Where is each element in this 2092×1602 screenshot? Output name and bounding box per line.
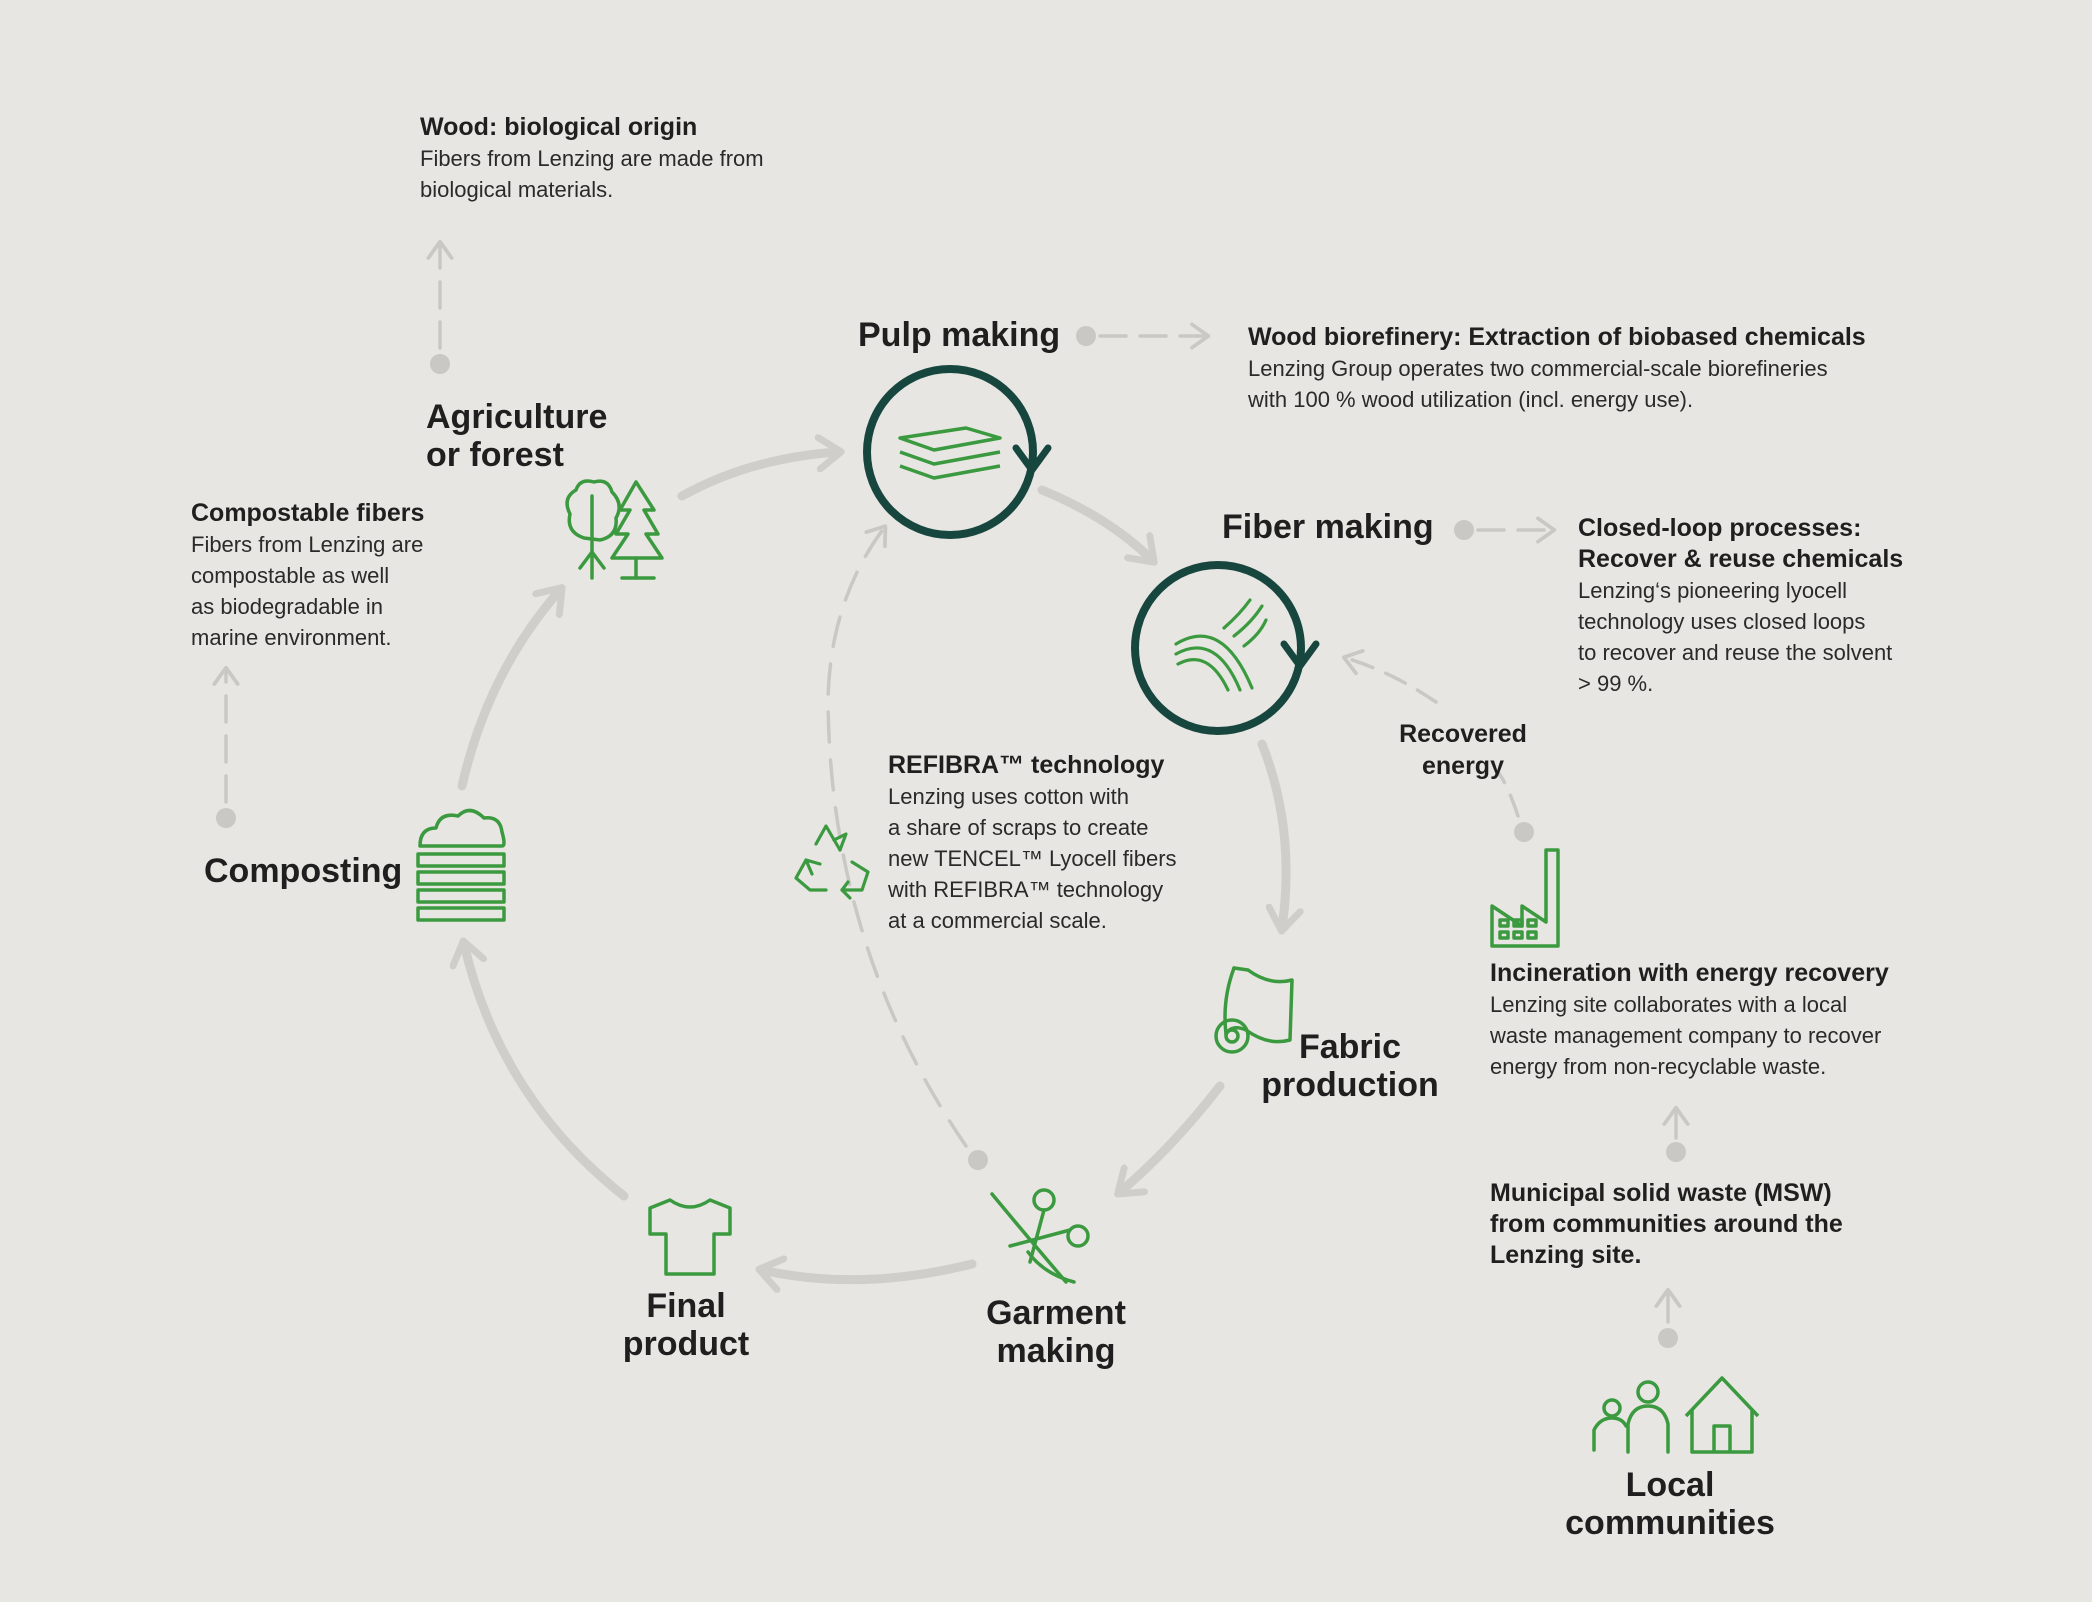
biorefinery-line-1: Lenzing Group operates two commercial-sc…: [1248, 356, 1828, 381]
arrow-composting-to-agriculture: [457, 590, 560, 791]
refibra-line-1: Lenzing uses cotton with: [888, 784, 1129, 809]
closed-loop-line-2: technology uses closed loops: [1578, 609, 1866, 634]
closed-loop-title-line-2: Recover & reuse chemicals: [1578, 545, 1904, 573]
refibra-line-4: with REFIBRA™ technology: [888, 877, 1164, 902]
refibra-line-3: new TENCEL™ Lyocell fibers: [888, 846, 1177, 871]
arrow-fabric-to-garment: [1120, 1081, 1225, 1192]
closed-loop-line-3: to recover and reuse the solvent: [1578, 640, 1893, 665]
fabric-production-line-1: Fabric: [1298, 1028, 1402, 1066]
compostable-note: Compostable fibers Fibers from Lenzing a…: [191, 498, 424, 653]
incineration-line-2: waste management company to recover: [1490, 1023, 1882, 1048]
msw-line-2: from communities around the: [1490, 1210, 1843, 1238]
people-icon: [1592, 1380, 1670, 1454]
arrow-final-to-composting: [464, 944, 629, 1201]
pulp-making-label: Pulp making: [858, 316, 1061, 354]
closed-loop-line-1: Lenzing‘s pioneering lyocell: [1578, 578, 1848, 603]
garment-making-line-1: Garment: [986, 1294, 1126, 1332]
local-communities-line-2: communities: [1565, 1504, 1775, 1542]
incineration-line-1: Lenzing site collaborates with a local: [1490, 992, 1848, 1017]
fabric-production-line-2: production: [1261, 1066, 1439, 1104]
factory-icon: [1490, 848, 1560, 948]
incineration-title: Incineration with energy recovery: [1490, 959, 1889, 987]
recovered-energy-label: Recovered energy: [1378, 718, 1548, 782]
final-product-line-1: Final: [646, 1287, 726, 1325]
local-communities-label: Local communities: [1550, 1466, 1790, 1542]
wood-origin-line-2: biological materials.: [420, 177, 614, 202]
wood-origin-note: Wood: biological origin Fibers from Lenz…: [420, 112, 764, 205]
arrow-communities-to-msw: [1654, 1287, 1682, 1348]
incineration-line-3: energy from non-recyclable waste.: [1490, 1054, 1827, 1079]
refibra-line-5: at a commercial scale.: [888, 908, 1107, 933]
agriculture-forest-line-2: or forest: [426, 436, 564, 474]
garment-making-label: Garment making: [956, 1294, 1156, 1370]
composting-label: Composting: [204, 852, 403, 890]
agriculture-forest-label: Agriculture or forest: [426, 398, 607, 474]
fiber-making-label: Fiber making: [1222, 508, 1434, 546]
refibra-line-2: a share of scraps to create: [888, 815, 1149, 840]
arrow-fiber-to-closed-loop: [1454, 516, 1557, 544]
recovered-energy-line-1: Recovered: [1399, 720, 1527, 748]
compostable-line-4: marine environment.: [191, 625, 392, 650]
arrow-garment-to-pulp-refibra: [826, 524, 988, 1170]
fabric-production-label: Fabric production: [1250, 1028, 1450, 1104]
dashed-arrows: [212, 239, 1690, 1348]
fabric-roll-icon: [1214, 966, 1294, 1054]
refibra-title: REFIBRA™ technology: [888, 751, 1165, 779]
refibra-note: REFIBRA™ technology Lenzing uses cotton …: [888, 750, 1177, 936]
cycle-arrows: [462, 452, 1286, 1280]
wood-origin-line-1: Fibers from Lenzing are made from: [420, 146, 764, 171]
final-product-label: Final product: [596, 1287, 776, 1363]
compostable-line-3: as biodegradable in: [191, 594, 384, 619]
arrow-pulp-to-biorefinery: [1076, 322, 1211, 350]
biorefinery-line-2: with 100 % wood utilization (incl. energ…: [1248, 387, 1694, 412]
agriculture-forest-line-1: Agriculture: [426, 398, 608, 436]
fibers-icon: [1174, 598, 1268, 692]
msw-note: Municipal solid waste (MSW) from communi…: [1490, 1178, 1843, 1271]
incineration-note: Incineration with energy recovery Lenzin…: [1490, 958, 1889, 1082]
layers-icon: [898, 426, 1002, 480]
arrow-garment-to-final: [762, 1264, 977, 1280]
house-icon: [1684, 1376, 1760, 1454]
compostable-line-1: Fibers from Lenzing are: [191, 532, 424, 557]
closed-loop-title-line-1: Closed-loop processes:: [1578, 514, 1862, 542]
msw-line-1: Municipal solid waste (MSW): [1490, 1179, 1832, 1207]
closed-loop-note: Closed-loop processes: Recover & reuse c…: [1578, 513, 1903, 699]
fiber-making-node: [1131, 561, 1320, 735]
arrow-msw-to-incineration: [1662, 1105, 1690, 1162]
recycle-icon: [794, 824, 870, 900]
arrow-agriculture-to-wood-note: [426, 239, 454, 374]
trees-icon: [565, 479, 664, 580]
arrow-pulp-to-fiber: [1037, 485, 1152, 560]
compost-icon: [416, 808, 506, 922]
pulp-making-node: [863, 365, 1052, 539]
msw-line-3: Lenzing site.: [1490, 1241, 1642, 1269]
arrow-fiber-to-fabric: [1257, 739, 1286, 928]
closed-loop-line-4: > 99 %.: [1578, 671, 1654, 696]
scissors-icon: [990, 1188, 1090, 1284]
arrow-composting-to-compostable-note: [212, 665, 240, 828]
final-product-line-2: product: [622, 1325, 750, 1363]
compostable-line-2: compostable as well: [191, 563, 390, 588]
biorefinery-title: Wood biorefinery: Extraction of biobased…: [1248, 323, 1866, 351]
tshirt-icon: [648, 1198, 732, 1276]
wood-origin-title: Wood: biological origin: [420, 113, 698, 141]
garment-making-line-2: making: [996, 1332, 1116, 1370]
arrow-agriculture-to-pulp: [677, 452, 838, 501]
compostable-title: Compostable fibers: [191, 499, 425, 527]
recovered-energy-line-2: energy: [1422, 752, 1504, 780]
arrow-incineration-to-fiber: [1341, 649, 1534, 842]
local-communities-line-1: Local: [1625, 1466, 1715, 1504]
biorefinery-note: Wood biorefinery: Extraction of biobased…: [1248, 322, 1866, 415]
